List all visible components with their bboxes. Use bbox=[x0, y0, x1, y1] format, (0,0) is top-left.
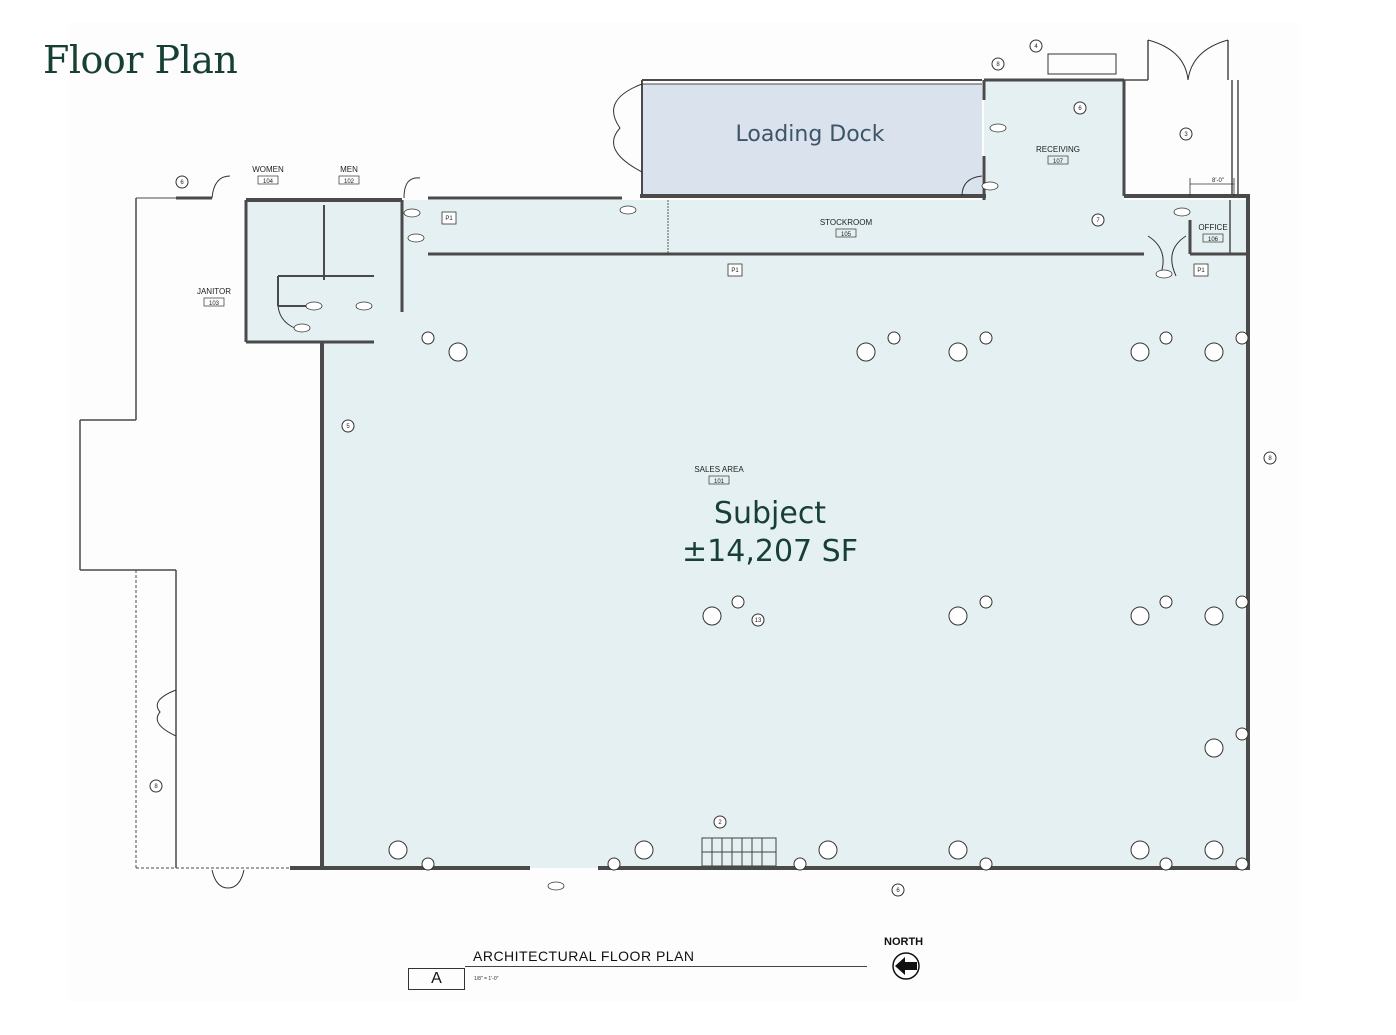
room-labels: WOMEN 104 MEN 102 JANITOR 103 STOCKROOM … bbox=[197, 145, 1228, 485]
north-label: NORTH bbox=[884, 936, 924, 948]
room-office-label: OFFICE bbox=[1198, 223, 1227, 232]
page-title: Floor Plan bbox=[43, 38, 238, 82]
door-swings bbox=[156, 39, 1229, 889]
keynote-markers bbox=[149, 39, 1277, 897]
room-janitor-number: 103 bbox=[209, 301, 220, 307]
subject-label: Subject ±14,207 SF bbox=[620, 495, 920, 571]
svg-text:8: 8 bbox=[996, 62, 1000, 68]
svg-text:13: 13 bbox=[755, 618, 762, 624]
keynote-numbers: 6 4 8 3 6 7 8 5 2 6 8 13 bbox=[154, 44, 1272, 894]
title-underline bbox=[465, 966, 867, 967]
svg-text:6: 6 bbox=[1078, 106, 1082, 112]
north-arrow-icon bbox=[892, 952, 920, 980]
dimension-vestibule bbox=[667, 178, 1235, 254]
stockroom-fill bbox=[400, 200, 1248, 256]
section-markers bbox=[388, 331, 1249, 871]
room-sales-number: 101 bbox=[714, 479, 725, 485]
receiving-fill bbox=[984, 80, 1124, 202]
stair-fixture bbox=[701, 837, 777, 867]
room-sales-label: SALES AREA bbox=[694, 465, 744, 474]
partition-tag-labels: P1 P1 P1 bbox=[445, 216, 1205, 274]
svg-text:P1: P1 bbox=[731, 268, 739, 274]
room-receiving-label: RECEIVING bbox=[1036, 145, 1080, 154]
room-men-label: MEN bbox=[340, 165, 358, 174]
svg-text:7: 7 bbox=[1096, 218, 1100, 224]
dimension-vestibule-text: 8'-0" bbox=[1212, 178, 1224, 184]
room-janitor-label: JANITOR bbox=[197, 287, 231, 296]
svg-text:5: 5 bbox=[346, 424, 350, 430]
svg-text:4: 4 bbox=[1034, 44, 1038, 50]
room-women-number: 104 bbox=[263, 179, 274, 185]
drawing-scale: 1/8" = 1'-0" bbox=[474, 976, 499, 982]
svg-text:3: 3 bbox=[1184, 132, 1188, 138]
detail-letter-box: A bbox=[408, 968, 465, 990]
door-tags bbox=[293, 123, 1191, 891]
room-receiving-number: 107 bbox=[1053, 159, 1064, 165]
svg-text:P1: P1 bbox=[1197, 268, 1205, 274]
svg-text:2: 2 bbox=[718, 820, 722, 826]
loading-dock-label: Loading Dock bbox=[735, 122, 885, 147]
walls bbox=[79, 40, 1250, 870]
room-men-number: 102 bbox=[344, 179, 355, 185]
room-stockroom-number: 105 bbox=[841, 232, 852, 238]
svg-text:6: 6 bbox=[180, 180, 184, 186]
subject-title: Subject bbox=[713, 496, 827, 531]
room-stockroom-label: STOCKROOM bbox=[820, 218, 873, 227]
partition-tags bbox=[441, 211, 1209, 277]
room-women-label: WOMEN bbox=[252, 165, 284, 174]
svg-text:6: 6 bbox=[896, 888, 900, 894]
loading-dock-fill bbox=[642, 84, 982, 196]
svg-text:8: 8 bbox=[1268, 456, 1272, 462]
equipment-pad bbox=[1047, 53, 1117, 75]
svg-text:8: 8 bbox=[154, 784, 158, 790]
subject-area: ±14,207 SF bbox=[682, 534, 858, 569]
sales-area-fill bbox=[322, 254, 1248, 868]
svg-text:P1: P1 bbox=[445, 216, 453, 222]
room-office-number: 106 bbox=[1208, 237, 1219, 243]
drawing-title: ARCHITECTURAL FLOOR PLAN bbox=[473, 948, 695, 964]
